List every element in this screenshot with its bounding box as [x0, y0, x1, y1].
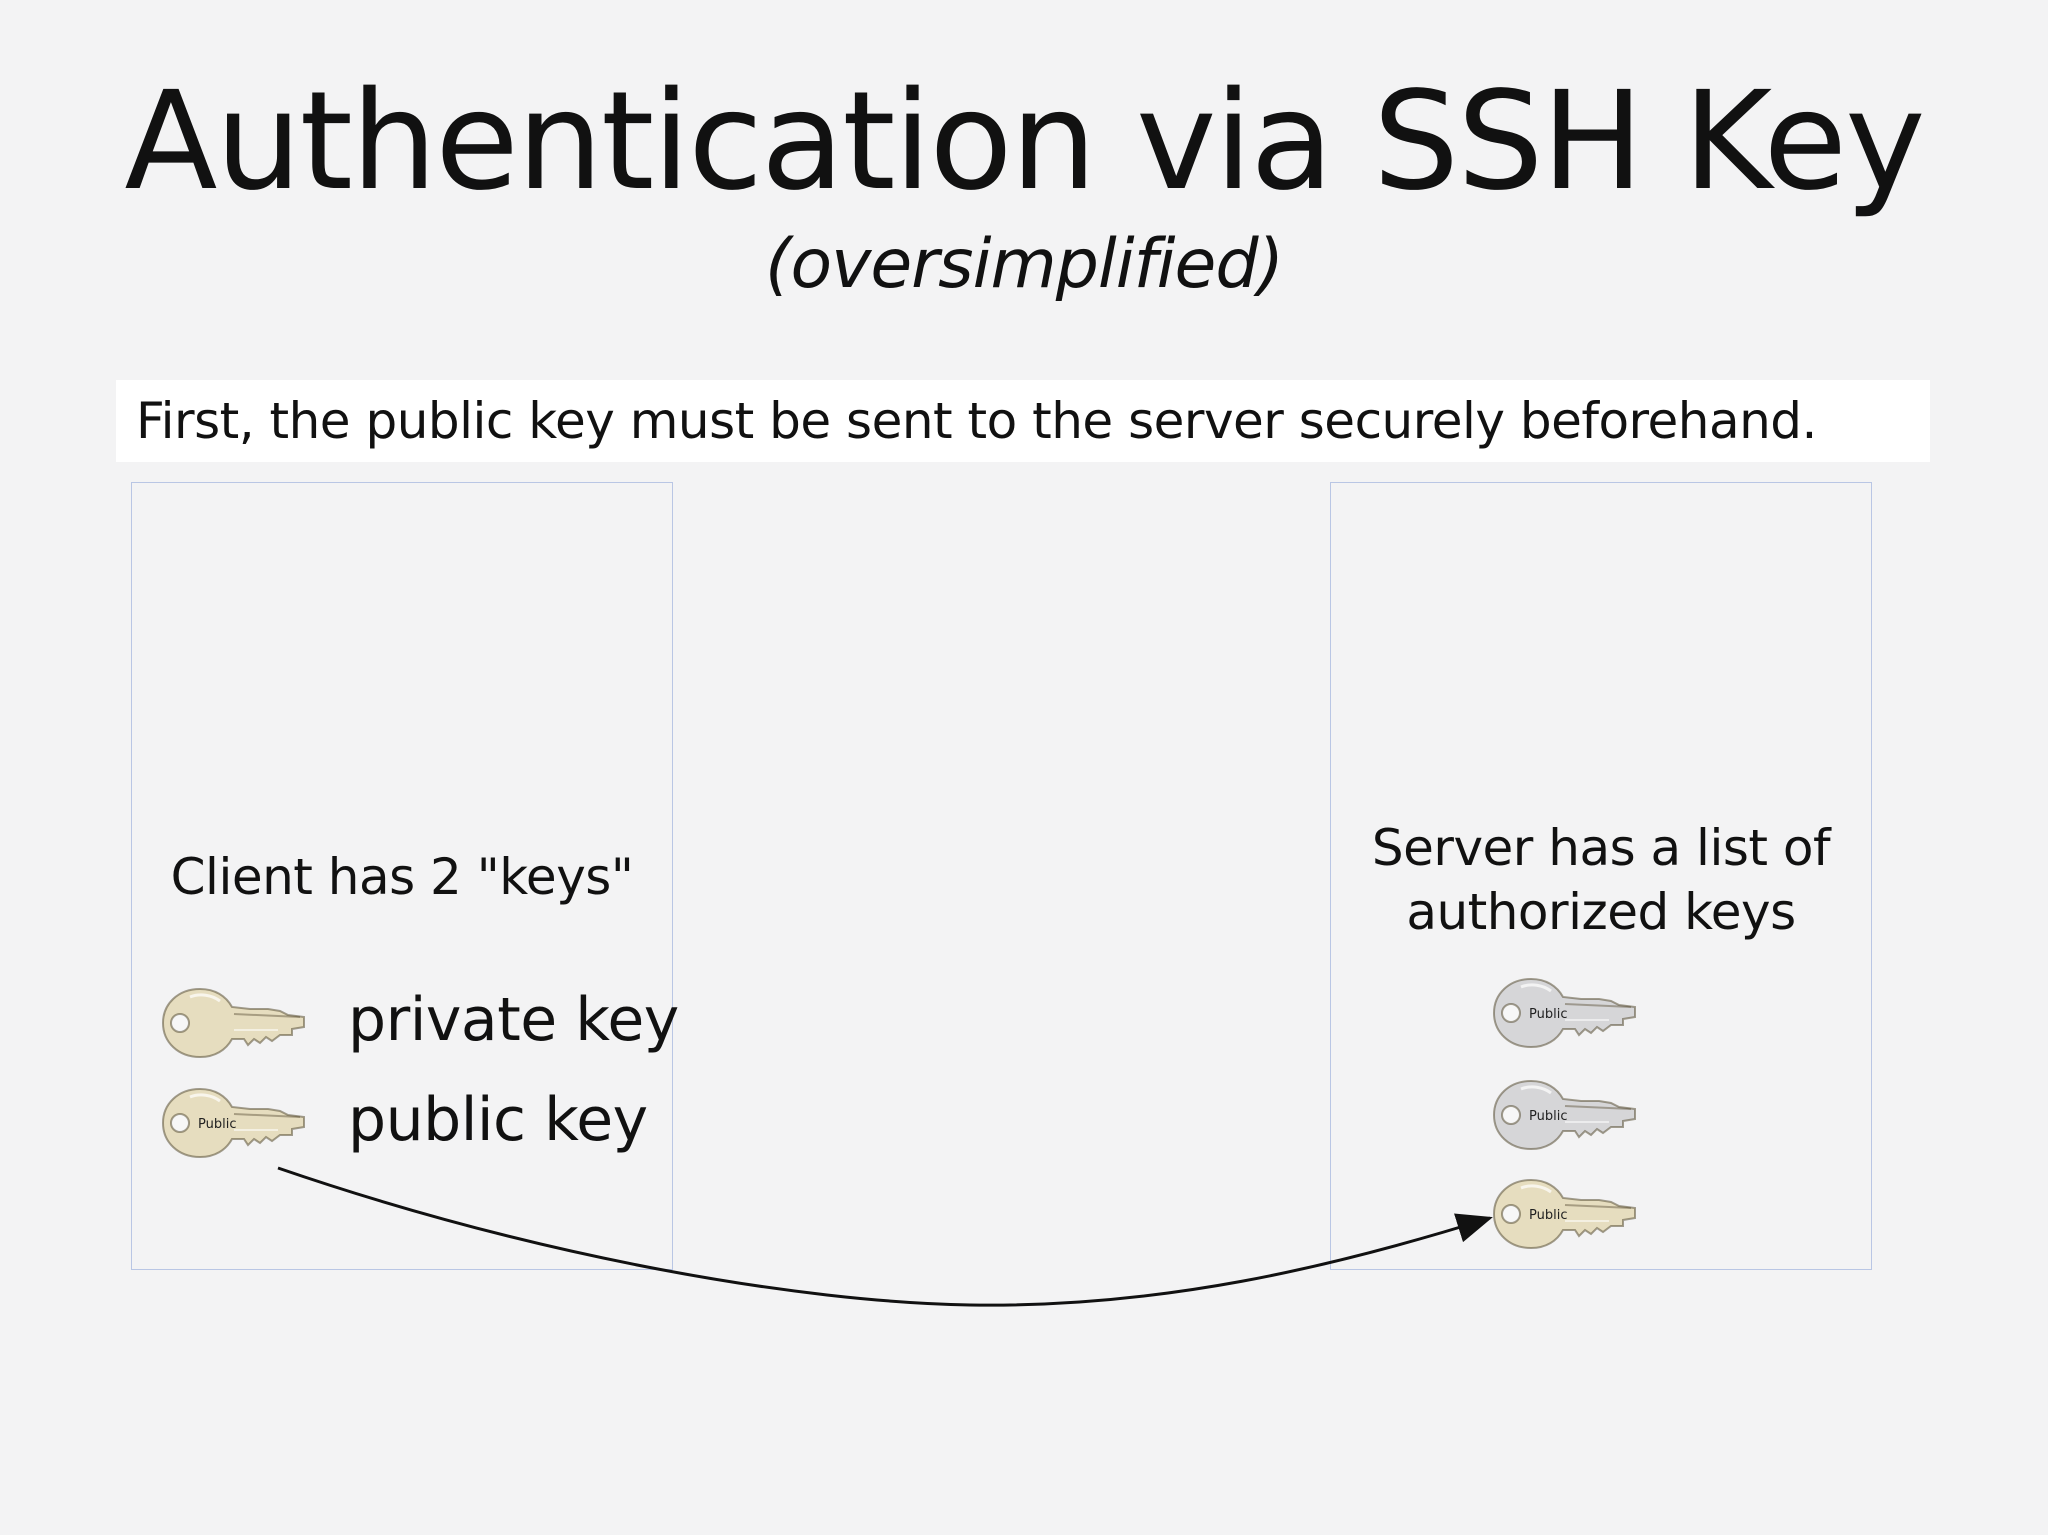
- public-key-tag: Public: [198, 1117, 236, 1132]
- authorized-key-icon-1: Public: [1491, 973, 1637, 1053]
- page-title: Authentication via SSH Key: [124, 63, 1925, 221]
- server-panel: Server has a list of authorized keys Pub…: [1330, 482, 1872, 1270]
- server-caption-line2: authorized keys: [1406, 883, 1796, 941]
- authorized-key-icon-3: Public: [1491, 1174, 1637, 1254]
- page-subtitle: (oversimplified): [764, 225, 1284, 304]
- authorized-key-tag-3: Public: [1529, 1208, 1567, 1223]
- client-panel: Client has 2 "keys" private key Public p…: [131, 482, 679, 1270]
- intro-text: First, the public key must be sent to th…: [116, 380, 1930, 462]
- server-caption: Server has a list of authorized keys: [1331, 816, 1871, 944]
- authorized-key-tag-1: Public: [1529, 1007, 1567, 1022]
- server-caption-line1: Server has a list of: [1371, 819, 1831, 877]
- public-key-label: public key: [348, 1085, 648, 1155]
- public-key-icon: Public: [160, 1083, 306, 1163]
- private-key-label: private key: [348, 985, 679, 1055]
- private-key-icon: [160, 983, 306, 1063]
- authorized-key-tag-2: Public: [1529, 1109, 1567, 1124]
- client-caption: Client has 2 "keys": [170, 848, 634, 906]
- authorized-key-icon-2: Public: [1491, 1075, 1637, 1155]
